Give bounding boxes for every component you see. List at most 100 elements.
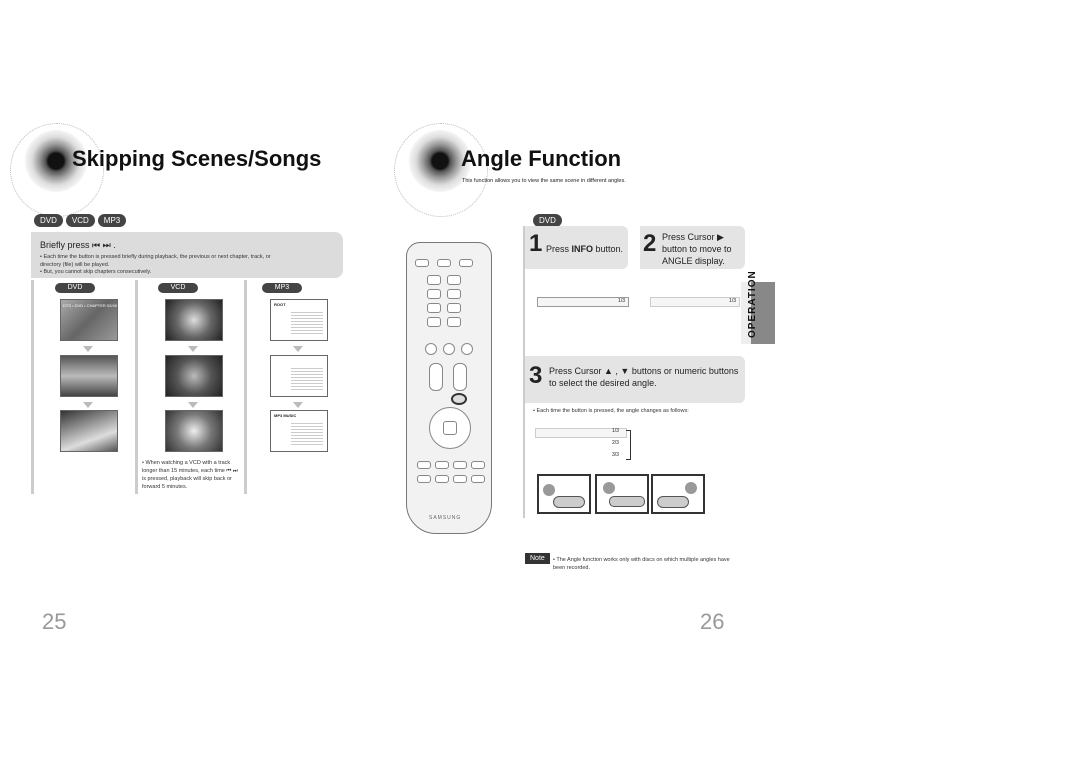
page-number-left: 25 (42, 609, 67, 634)
osd-bar-1: 1/3 (537, 297, 629, 307)
angle-scene-2 (595, 474, 649, 514)
note-text: • The Angle function works only with dis… (553, 557, 730, 571)
remote-button (417, 475, 431, 483)
mp3-file-list (291, 310, 323, 334)
dvd-screen-1: DTS • DVD • CHAPTER 02/40 (60, 299, 118, 341)
step-3-number: 3 (529, 362, 543, 389)
angle-change-caption: • Each time the button is pressed, the a… (533, 408, 689, 414)
mp3-file-list (291, 366, 323, 390)
column-mp3: MP3 (262, 283, 302, 293)
step-1-text: Press INFO button. (546, 243, 623, 255)
tag-dvd: DVD (533, 214, 562, 227)
arrow-down (83, 402, 93, 408)
bullet-2-text: But, you cannot skip chapters consecutiv… (43, 269, 152, 275)
mp3-music-label: MP3 MUSIC (274, 413, 297, 418)
angle-subtitle: This function allows you to view the sam… (462, 178, 626, 184)
bullet-1: • Each time the button is pressed briefl… (40, 254, 271, 268)
remote-button (427, 303, 441, 313)
angle-scene-3 (651, 474, 705, 514)
mp3-screen-3: MP3 MUSIC (270, 410, 328, 452)
remote-button (415, 259, 429, 267)
left-page-title: Skipping Scenes/Songs (72, 146, 322, 171)
remote-button (417, 461, 431, 469)
step-1-text-pre: Press (546, 244, 572, 254)
osd-bar-3 (535, 428, 627, 438)
remote-button (437, 259, 451, 267)
instruction-panel (31, 232, 343, 278)
page-number-right: 26 (700, 609, 725, 634)
car-icon (553, 496, 585, 508)
note-label: Note (525, 553, 550, 564)
divider-right (244, 280, 247, 494)
osd-angle-selected: 1/3 (729, 298, 736, 304)
remote-button (459, 259, 473, 267)
remote-button (435, 461, 449, 469)
column-vcd: VCD (158, 283, 198, 293)
remote-button (435, 475, 449, 483)
remote-button (427, 275, 441, 285)
arrow-down (83, 346, 93, 352)
briefly-press-text: Briefly press ⏮ ⏭ . (40, 240, 116, 250)
remote-button (453, 461, 467, 469)
bullet-1-text: Each time the button is pressed briefly … (40, 254, 271, 268)
remote-button (447, 303, 461, 313)
step-2-line-3: ANGLE display. (662, 256, 725, 266)
dvd-screen-2 (60, 355, 118, 397)
vcd-screen-2 (165, 355, 223, 397)
arrow-down (188, 346, 198, 352)
osd-angle: 1/3 (618, 298, 625, 304)
remote-button (427, 317, 441, 327)
step-1-info-label: INFO (571, 244, 594, 254)
vcd-screen-3 (165, 410, 223, 452)
remote-button (453, 363, 467, 391)
info-button (451, 393, 467, 405)
remote-button (471, 461, 485, 469)
bullet-2: • But, you cannot skip chapters consecut… (40, 269, 152, 275)
remote-button (429, 363, 443, 391)
angle-cycle-bracket (626, 430, 631, 460)
operation-label: OPERATION (747, 270, 758, 338)
remote-button (443, 343, 455, 355)
disc-type-tags: DVD (533, 210, 565, 228)
disc-icon (25, 130, 87, 192)
step-3-box (525, 356, 745, 403)
step-3-line-2: to select the desired angle. (549, 378, 657, 388)
disc-icon (409, 130, 471, 192)
step-2-line-1: Press Cursor ▶ (662, 232, 724, 242)
column-dvd: DVD (55, 283, 95, 293)
mp3-file-list (291, 421, 323, 445)
step-1-text-post: button. (593, 244, 624, 254)
remote-button (461, 343, 473, 355)
remote-button (427, 289, 441, 299)
right-page-title: Angle Function (461, 146, 622, 171)
vcd-note: • When watching a VCD with a track longe… (142, 460, 238, 490)
tree-icon (543, 484, 555, 496)
remote-brand: SAMSUNG (429, 515, 462, 521)
angle-change-caption-text: Each time the button is pressed, the ang… (536, 408, 689, 414)
arrow-down (293, 402, 303, 408)
tag-dvd: DVD (34, 214, 63, 227)
mp3-root-label: ROOT (274, 302, 286, 307)
dvd-screen-3 (60, 410, 118, 452)
step-1-box (525, 226, 628, 269)
divider-left (31, 280, 34, 494)
angle-1: 1/3 (612, 428, 619, 434)
title-disc-ring (394, 123, 488, 217)
vcd-screen-1 (165, 299, 223, 341)
mp3-screen-2 (270, 355, 328, 397)
angle-3: 3/3 (612, 452, 619, 458)
car-icon (609, 496, 645, 507)
remote-button (453, 475, 467, 483)
divider-mid (135, 280, 138, 494)
arrow-down (293, 346, 303, 352)
operation-tab-strip (741, 282, 751, 344)
step-1-number: 1 (529, 230, 543, 257)
remote-button (471, 475, 485, 483)
remote-button (447, 289, 461, 299)
step-2-number: 2 (643, 230, 657, 257)
note-text-content: The Angle function works only with discs… (553, 557, 730, 571)
step-3-line-1: Press Cursor ▲ , ▼ buttons or numeric bu… (549, 366, 739, 376)
tag-vcd: VCD (65, 214, 95, 227)
dvd-chapter-osd: DTS • DVD • CHAPTER 02/40 (63, 303, 117, 308)
